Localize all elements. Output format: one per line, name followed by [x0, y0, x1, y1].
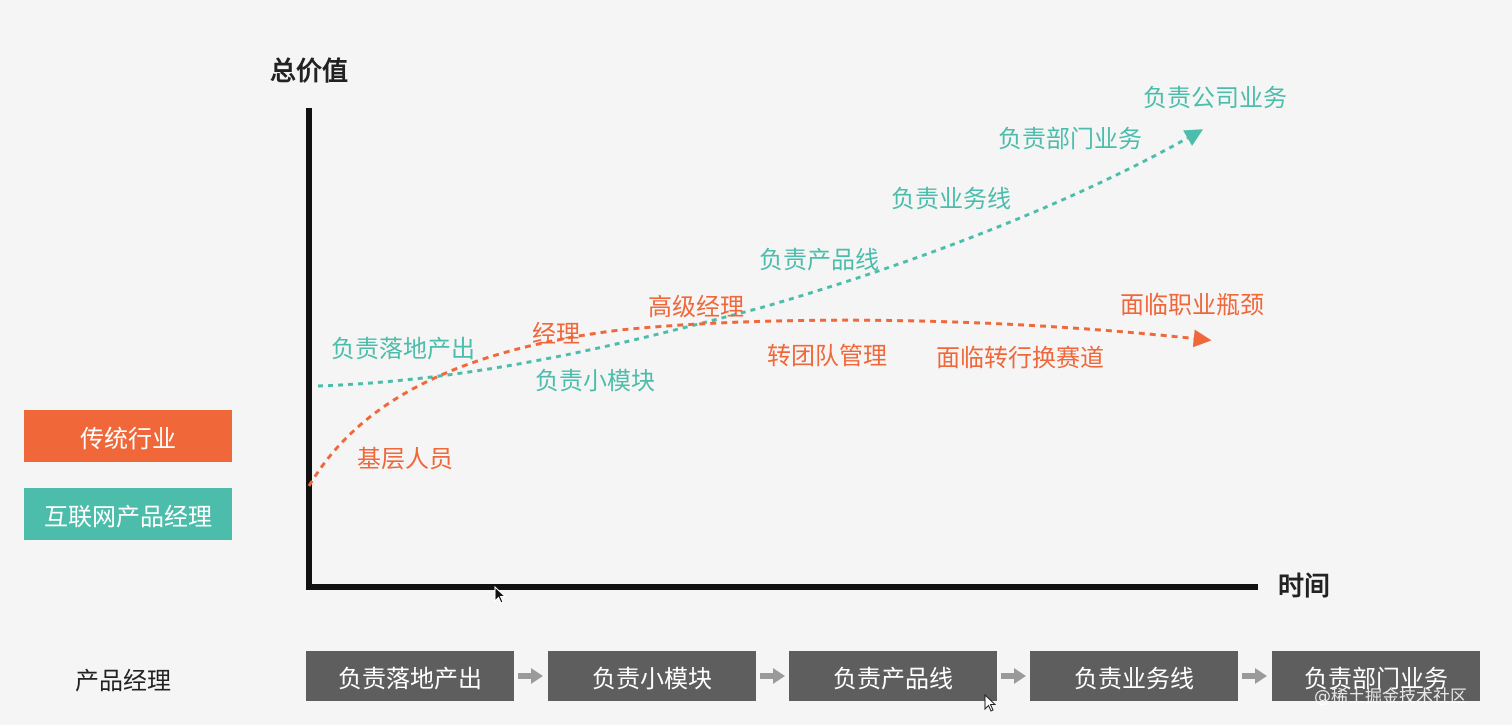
traditional-label-career-change: 面临转行换赛道 — [936, 344, 1104, 372]
step-label: 负责部门业务 — [1304, 664, 1448, 693]
legend-traditional-label: 传统行业 — [80, 424, 176, 453]
traditional-label-team-management: 转团队管理 — [767, 342, 887, 370]
mouse-cursor-icon — [984, 694, 996, 712]
arrow-right-icon — [518, 668, 543, 684]
traditional-label-manager: 经理 — [532, 320, 580, 348]
legend-traditional: 传统行业 — [24, 410, 232, 462]
step-business-line: 负责业务线 — [1030, 651, 1238, 701]
arrow-right-icon — [1242, 668, 1267, 684]
arrow-right-icon — [760, 668, 785, 684]
step-label: 负责落地产出 — [338, 664, 482, 693]
internet-label-product-line: 负责产品线 — [759, 246, 879, 274]
traditional-label-bottleneck: 面临职业瓶颈 — [1120, 291, 1264, 319]
traditional-label-staff: 基层人员 — [357, 445, 453, 473]
internet-label-department: 负责部门业务 — [998, 125, 1142, 153]
step-label: 负责业务线 — [1074, 664, 1194, 693]
traditional-label-senior-manager: 高级经理 — [648, 293, 744, 321]
arrow-right-icon — [1001, 668, 1026, 684]
internet-label-small-module: 负责小模块 — [535, 367, 655, 395]
step-label: 负责产品线 — [833, 664, 953, 693]
step-label: 负责小模块 — [592, 664, 712, 693]
step-product-line: 负责产品线 — [789, 651, 997, 701]
watermark: @稀土掘金技术社区 — [1314, 687, 1467, 707]
step-department: 负责部门业务 — [1272, 651, 1480, 701]
mouse-cursor-icon — [494, 586, 506, 604]
traditional-curve — [307, 318, 1212, 487]
internet-label-landing-output: 负责落地产出 — [331, 335, 475, 363]
step-small-module: 负责小模块 — [548, 651, 756, 701]
legend-internet-pm: 互联网产品经理 — [24, 488, 232, 540]
internet-label-business-line: 负责业务线 — [891, 185, 1011, 213]
pm-row-label: 产品经理 — [75, 667, 171, 695]
x-axis-label: 时间 — [1278, 572, 1330, 602]
legend-internet-label: 互联网产品经理 — [44, 502, 212, 531]
step-landing-output: 负责落地产出 — [306, 651, 514, 701]
internet-label-company: 负责公司业务 — [1143, 84, 1287, 112]
internet-pm-curve — [317, 129, 1204, 388]
y-axis-label: 总价值 — [270, 57, 348, 87]
